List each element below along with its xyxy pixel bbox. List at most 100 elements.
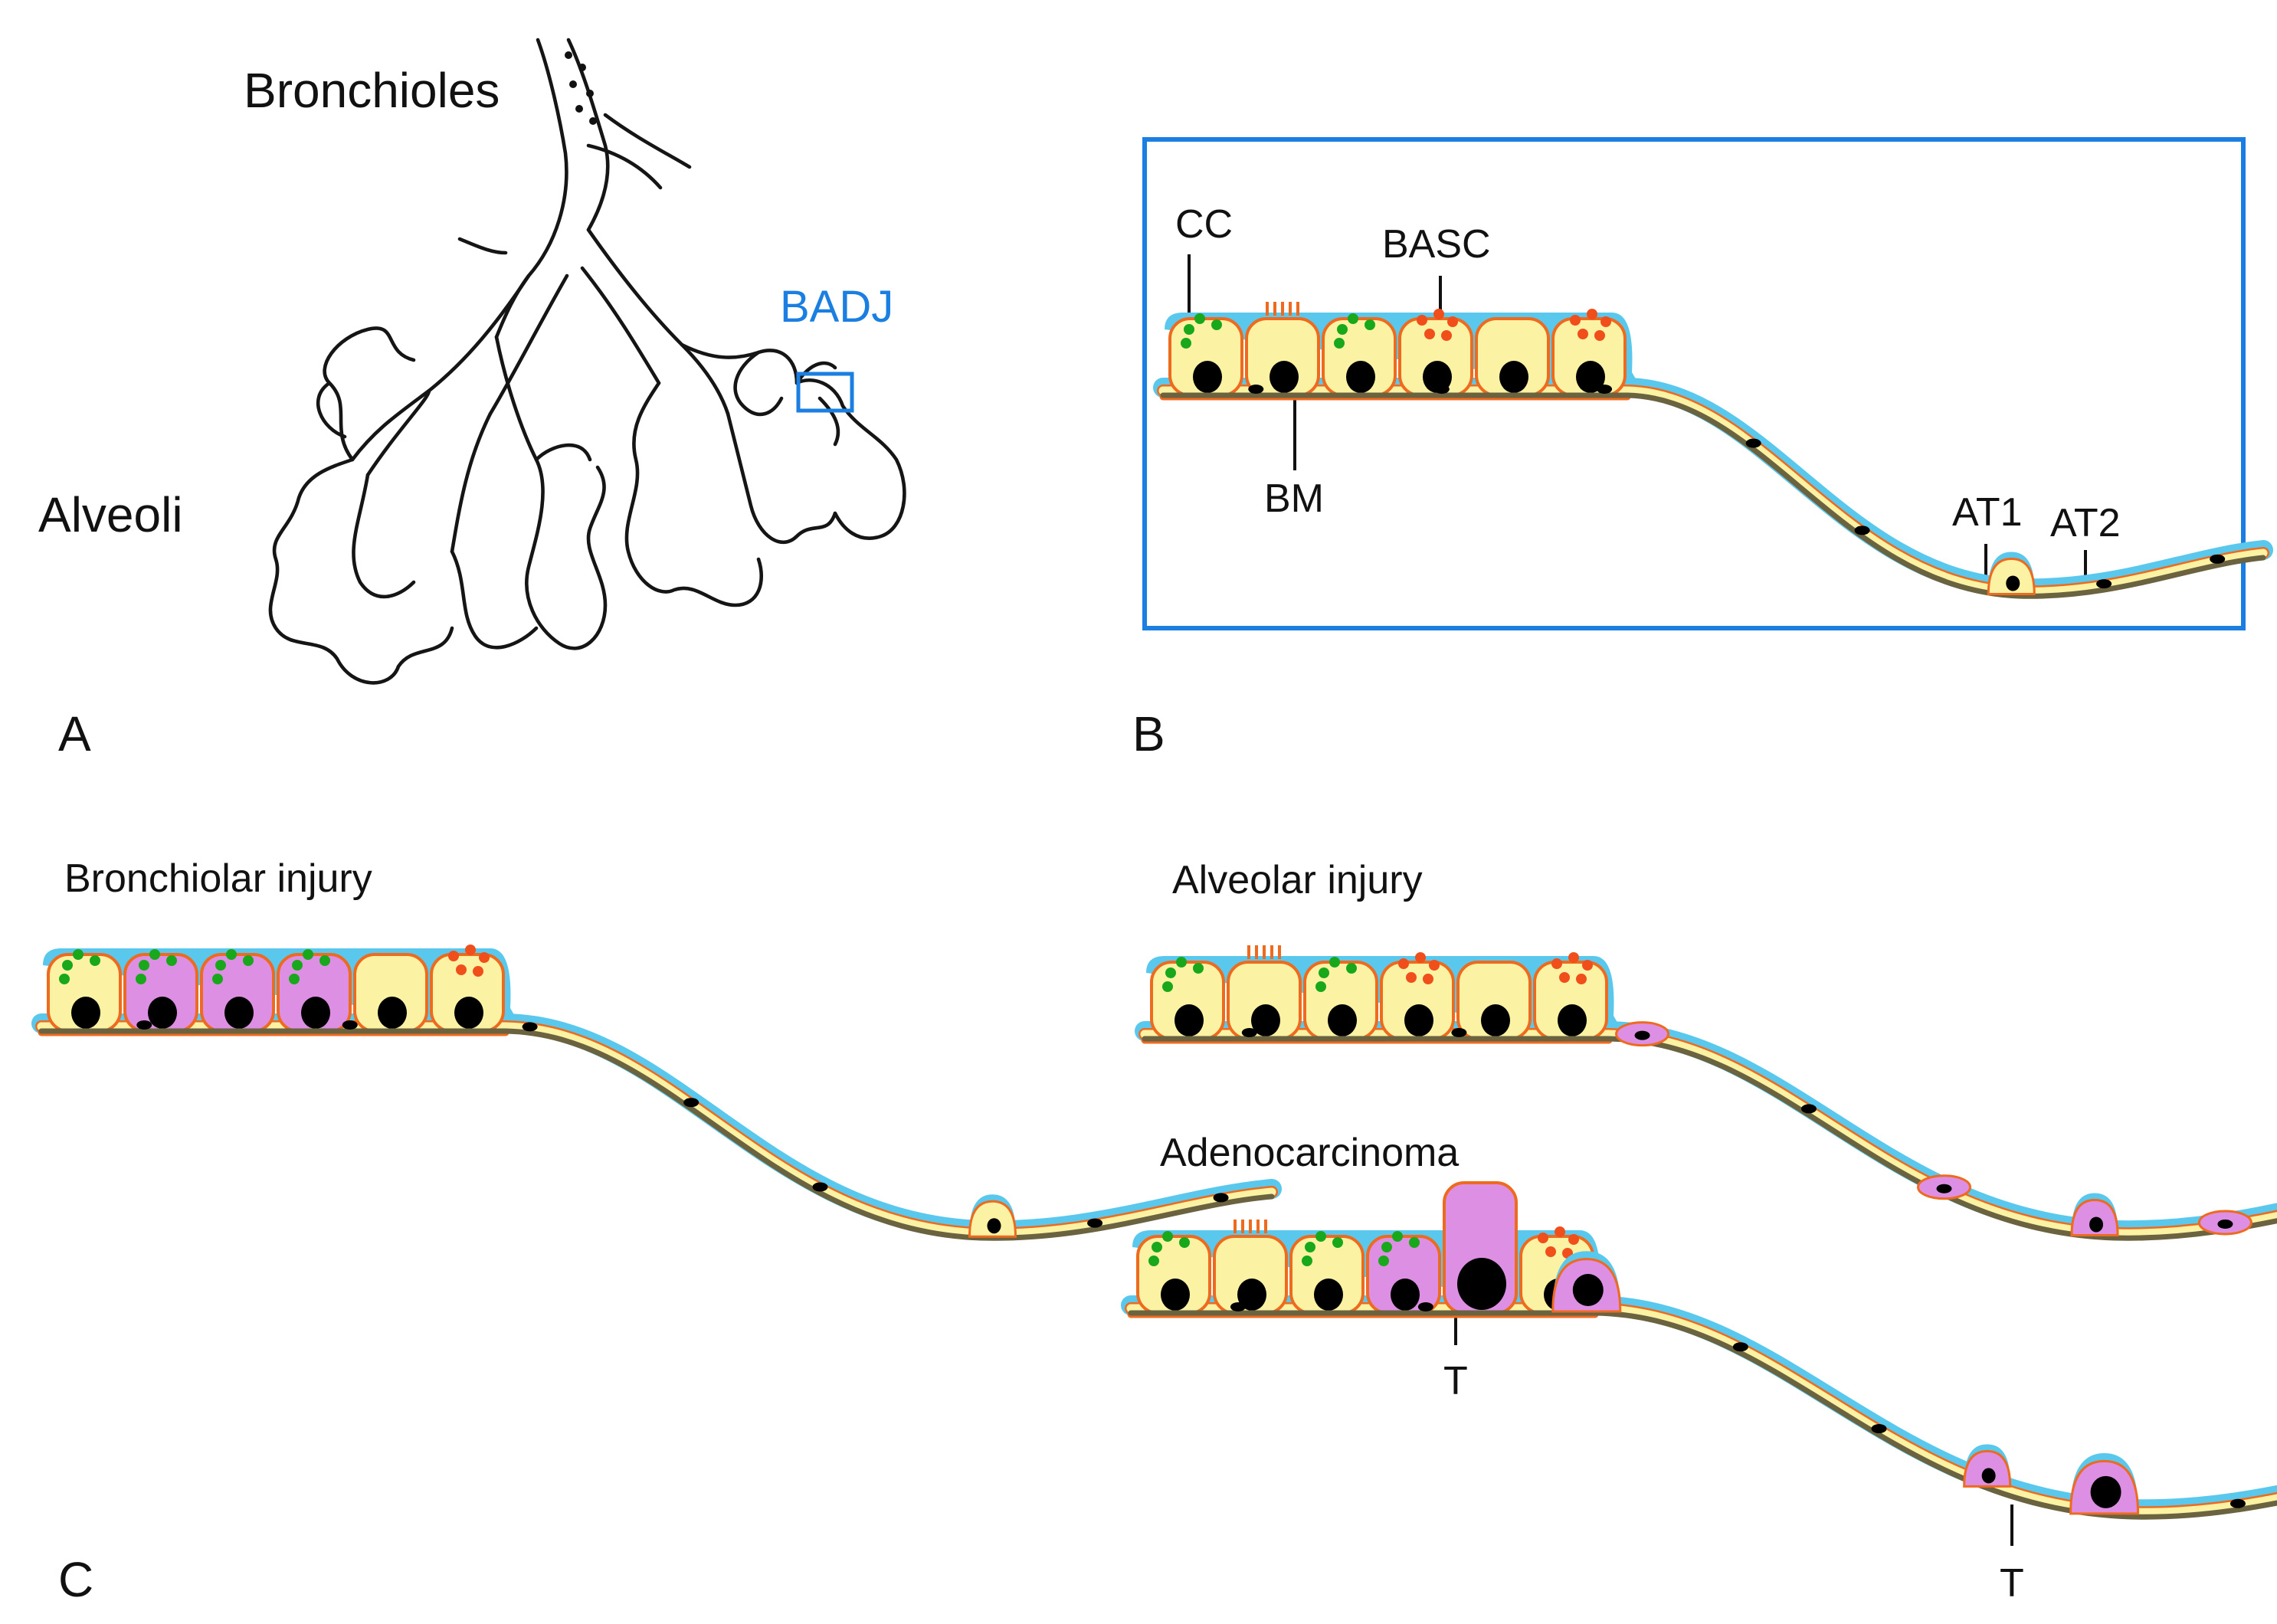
nucleus [2089, 1216, 2104, 1233]
club-granule [243, 955, 254, 966]
club-granule [1194, 313, 1205, 324]
basc-granule [1433, 309, 1444, 319]
alveolar-lining-outline [35, 1020, 1278, 1240]
basc-granule [479, 952, 490, 963]
at1-nucleus [1597, 385, 1613, 394]
basc-granule [1447, 316, 1458, 327]
nucleus [1499, 361, 1528, 393]
at1-nucleus [1800, 1104, 1817, 1114]
at1-label: AT1 [1952, 490, 2023, 535]
nucleus [1572, 1274, 1604, 1306]
nucleus [224, 997, 254, 1029]
panel-letter-b: B [1132, 706, 1165, 761]
nucleus [1251, 1004, 1280, 1036]
tumor-label-1: T [1443, 1359, 1468, 1403]
club-granule [1181, 338, 1191, 349]
basc-granule [473, 966, 483, 977]
club-granule [215, 960, 226, 971]
basc-granule [1594, 330, 1605, 341]
nucleus [71, 997, 100, 1029]
club-granule [1334, 338, 1345, 349]
club-granule [1211, 319, 1222, 330]
nucleus [1576, 361, 1605, 393]
alveolar-lining [1140, 1030, 2277, 1238]
at1-nucleus [1634, 1030, 1650, 1040]
bronchiolar-injury-title: Bronchiolar injury [64, 856, 372, 901]
club-granule [73, 949, 84, 960]
at1-nucleus [342, 1020, 358, 1030]
at1-nucleus [1241, 1028, 1257, 1037]
club-granule [292, 960, 303, 971]
club-granule [1348, 313, 1358, 324]
basc-granule [1570, 315, 1581, 326]
nucleus [1161, 1279, 1190, 1311]
panel-letter-a: A [58, 706, 91, 761]
alveolar-lining [1158, 386, 2268, 596]
alveoli-label: Alveoli [38, 487, 183, 542]
nucleus [1328, 1004, 1357, 1036]
club-granule [139, 960, 149, 971]
club-granule [90, 955, 100, 966]
basc-granule [1587, 309, 1597, 319]
basement-membrane [1160, 392, 2266, 599]
at1-nucleus [136, 1020, 152, 1030]
club-granule [212, 974, 223, 984]
basc-granule [1551, 958, 1562, 969]
club-granule [1176, 957, 1187, 968]
club-granule [1165, 968, 1176, 978]
club-granule [1184, 324, 1194, 335]
cc-label: CC [1175, 202, 1233, 247]
epithelium-bronchiolar-injury [31, 945, 1282, 1241]
club-granule [1392, 1231, 1403, 1242]
nucleus [454, 997, 483, 1029]
basc-granule [1568, 1234, 1579, 1245]
basc-granule [1406, 972, 1417, 983]
at2-label: AT2 [2050, 501, 2121, 545]
at1-nucleus [2096, 579, 2112, 589]
club-granule [1365, 319, 1375, 330]
at1-nucleus [1213, 1193, 1229, 1203]
basc-granule [1423, 974, 1433, 984]
club-granule [62, 960, 73, 971]
club-granule [166, 955, 177, 966]
epithelium-normal-panel-b [1153, 302, 2273, 599]
club-granule [149, 949, 160, 960]
nucleus [1314, 1279, 1343, 1311]
alveolar-lining [37, 1022, 1276, 1238]
club-granule [1315, 981, 1326, 992]
club-granule [1337, 324, 1348, 335]
basc-granule [465, 945, 476, 955]
basc-granule [1398, 958, 1409, 969]
nucleus [1457, 1258, 1506, 1310]
club-granule [1148, 1256, 1159, 1266]
club-granule [136, 974, 146, 984]
basc-granule [1582, 960, 1593, 971]
basc-label: BASC [1382, 222, 1491, 267]
alveolar-mucus-film [31, 1013, 1282, 1241]
nucleus [987, 1218, 1001, 1234]
nucleus [1981, 1468, 1996, 1484]
at1-nucleus [2229, 1498, 2246, 1508]
basement-membrane [38, 1028, 1275, 1241]
at1-nucleus [2217, 1219, 2233, 1229]
at1-nucleus [683, 1098, 699, 1108]
basc-granule [1559, 972, 1570, 983]
at1-nucleus [1745, 438, 1761, 448]
club-granule [1162, 981, 1173, 992]
club-granule [1193, 963, 1204, 974]
nucleus [1237, 1279, 1266, 1311]
alveolar-lining [1126, 1304, 2277, 1517]
club-granule [226, 949, 237, 960]
basc-granule [1441, 330, 1452, 341]
nucleus [2006, 575, 2020, 591]
at1-nucleus [812, 1182, 828, 1192]
nucleus [2090, 1475, 2121, 1508]
basc-granule [1538, 1233, 1548, 1243]
club-granule [1381, 1242, 1392, 1252]
club-granule [303, 949, 313, 960]
at1-nucleus [522, 1022, 538, 1032]
at1-nucleus [1248, 385, 1264, 394]
nucleus [1346, 361, 1375, 393]
basc-granule [1576, 974, 1587, 984]
